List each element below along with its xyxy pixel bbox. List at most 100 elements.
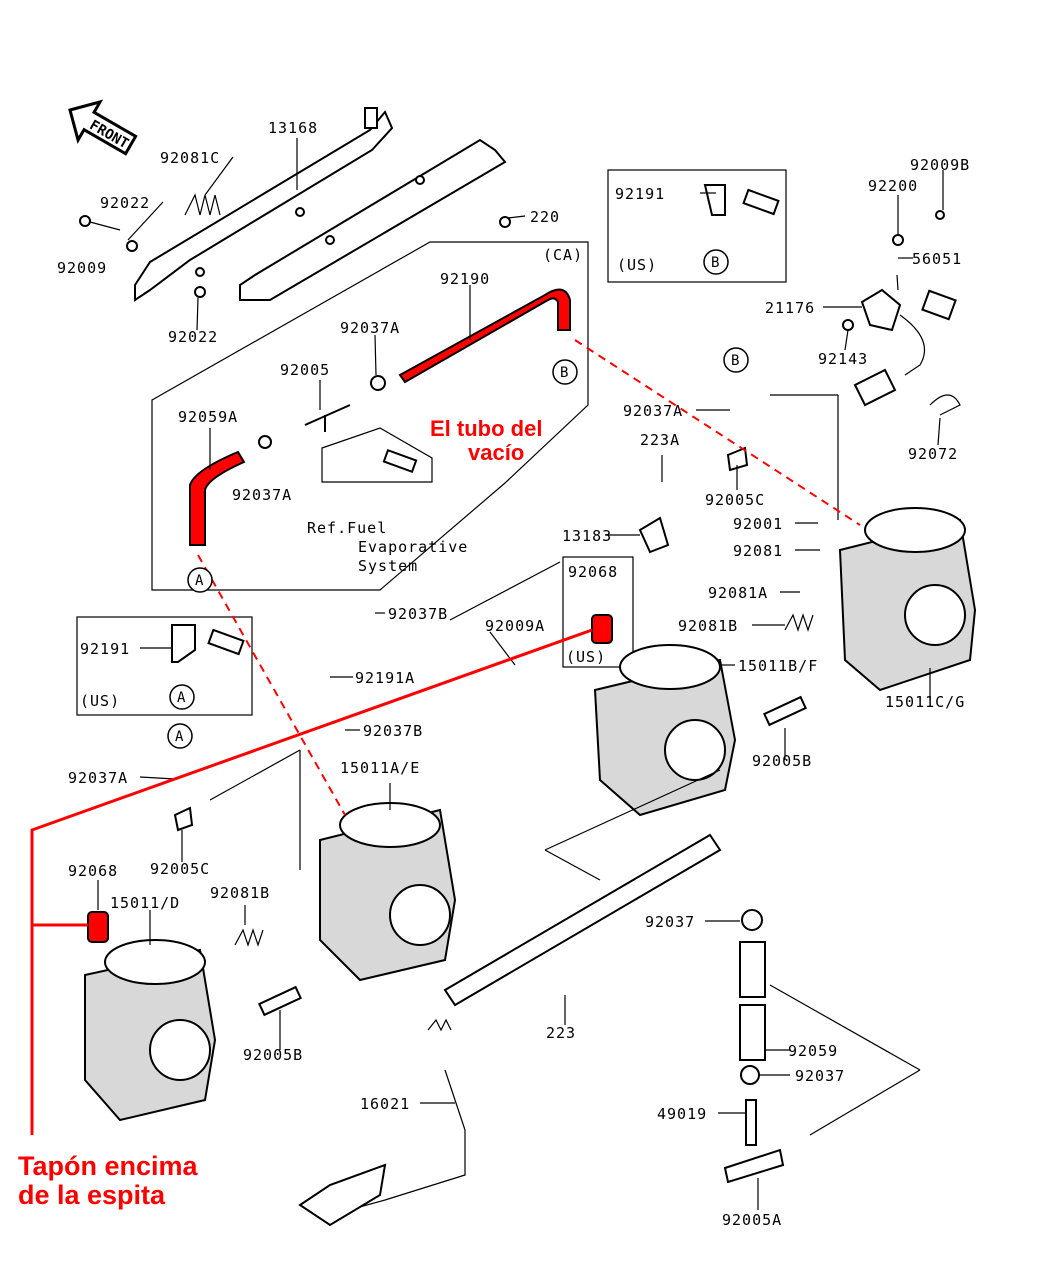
label-13168: 13168 [268, 119, 318, 137]
screw-220 [499, 216, 511, 228]
label-92009B: 92009B [910, 156, 970, 174]
marker-b-2: B [711, 255, 719, 271]
label-92009A: 92009A [485, 617, 545, 635]
carburetor-15011CG [838, 507, 977, 692]
label-223A: 223A [640, 431, 680, 449]
label-92068-us: 92068 [568, 563, 618, 581]
us-plug-box [562, 556, 634, 668]
red-annotations: El tubo del vacío Tapón encima de la esp… [18, 416, 542, 1210]
note-ref-1: Ref.Fuel [307, 519, 387, 537]
leader-lines [89, 138, 944, 1210]
label-92191-left: 92191 [80, 640, 130, 658]
label-220: 220 [530, 208, 560, 226]
us-box-left [76, 616, 253, 716]
note-ref-3: System [358, 557, 418, 575]
label-92059: 92059 [788, 1042, 838, 1060]
label-92072: 92072 [908, 445, 958, 463]
red-dashed-line-A [197, 554, 346, 816]
label-92081A: 92081A [708, 584, 768, 602]
label-92005: 92005 [280, 361, 330, 379]
valve-body-21176 [860, 288, 902, 332]
label-92037B-a: 92037B [388, 605, 448, 623]
label-92200: 92200 [868, 177, 918, 195]
label-92037A-mid: 92037A [232, 486, 292, 504]
label-92068-l: 92068 [68, 862, 118, 880]
label-92022-b: 92022 [168, 328, 218, 346]
label-15011BF: 15011B/F [738, 657, 818, 675]
label-21176: 21176 [765, 299, 815, 317]
clamp-92037-b [740, 1065, 760, 1085]
vacuum-tube-92059A [189, 450, 246, 546]
marker-b-1: B [560, 365, 568, 381]
pad-56051 [921, 289, 957, 321]
spring-16021 [427, 1018, 452, 1032]
cap-92068-us [591, 614, 613, 644]
label-92037-b: 92037 [795, 1067, 845, 1085]
label-16021: 16021 [360, 1095, 410, 1113]
spring-92081C [184, 193, 221, 216]
label-92191-top: 92191 [615, 185, 665, 203]
red-dashed-line-B [574, 339, 861, 526]
us-box-top [607, 169, 787, 283]
marker-a-3: A [175, 729, 184, 745]
annotation-cap-2: de la espita [18, 1180, 166, 1210]
clamp-92037A [370, 375, 386, 391]
note-us-left: (US) [80, 692, 120, 710]
pipe-92005B [258, 985, 302, 1017]
fitting-92005C-r [726, 446, 749, 472]
circle-markers: B B B A A A [167, 249, 749, 749]
carburetor-15011AE [319, 802, 457, 982]
note-us-plug: (US) [566, 648, 606, 666]
label-15011D: 15011/D [110, 894, 180, 912]
clamp-92072 [929, 394, 961, 416]
nut-92143 [842, 319, 854, 331]
front-arrow-icon: FRONT [68, 99, 138, 156]
diagram-notes: (CA) (US) (US) (US) Ref.Fuel Evaporative… [80, 246, 657, 710]
label-92143: 92143 [818, 350, 868, 368]
carburetor-15011BF [593, 644, 737, 817]
valve-49019 [745, 1099, 757, 1146]
label-92081B-r: 92081B [678, 617, 738, 635]
label-56051: 56051 [912, 250, 962, 268]
spring-92081B-r [784, 613, 814, 632]
red-pointer-line [30, 628, 593, 1135]
label-15011CG: 15011C/G [885, 693, 965, 711]
clamp-92037A-b [258, 435, 272, 449]
label-92037: 92037 [645, 913, 695, 931]
spring-92081B [234, 928, 264, 947]
fitting-92005C [173, 806, 194, 832]
label-92009: 92009 [57, 259, 107, 277]
part-labels: 13168 92081C 92022 92009 92022 220 92190… [57, 119, 970, 1229]
pipe-92005B-r [763, 695, 807, 727]
label-92037A-top: 92037A [340, 319, 400, 337]
label-92037A-l: 92037A [68, 769, 128, 787]
washer-92200 [892, 234, 904, 246]
marker-a-2: A [177, 690, 186, 706]
carburetor-15011D [84, 939, 217, 1122]
label-92022: 92022 [100, 194, 150, 212]
label-92005A: 92005A [722, 1211, 782, 1229]
label-92005C-l: 92005C [150, 860, 210, 878]
annotation-cap-1: Tapón encima [18, 1151, 199, 1181]
label-92081: 92081 [733, 542, 783, 560]
screw-92009B [935, 210, 945, 220]
marker-b-3: B [731, 353, 739, 369]
label-92037B-b: 92037B [363, 722, 423, 740]
hose-92059-top [739, 941, 766, 998]
label-92191A: 92191A [355, 669, 415, 687]
note-us-top: (US) [617, 256, 657, 274]
washer-92022 [126, 240, 138, 252]
label-15011AE: 15011A/E [340, 759, 420, 777]
marker-a-1: A [195, 573, 204, 589]
clamp-92037 [741, 909, 763, 931]
label-92059A: 92059A [178, 408, 238, 426]
label-92190: 92190 [440, 270, 490, 288]
label-92005B-l: 92005B [243, 1046, 303, 1064]
cap-92068 [87, 911, 109, 943]
ca-box [151, 241, 589, 591]
annotation-vacuum-2: vacío [468, 440, 524, 465]
ref-fuel-box [321, 427, 433, 483]
label-92005C-r: 92005C [705, 491, 765, 509]
label-92037A-r: 92037A [623, 402, 683, 420]
